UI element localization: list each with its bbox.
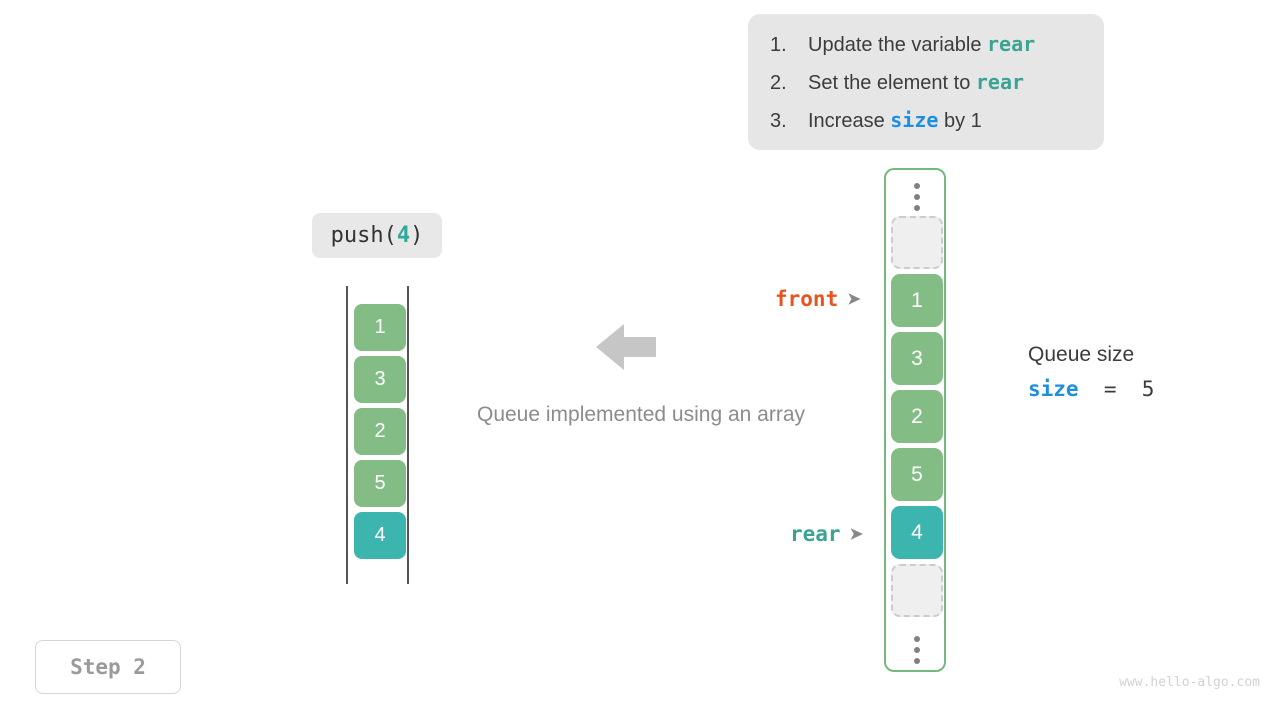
queue-size-info: Queue size size = 5 xyxy=(1028,343,1248,401)
operation-label-prefix: push( xyxy=(330,223,397,248)
left-arrow-icon xyxy=(596,322,656,372)
instruction-text: Update the variable xyxy=(808,34,988,56)
array-cell: 2 xyxy=(354,408,406,455)
instruction-text: Increase xyxy=(808,110,891,132)
instruction-panel: 1. Update the variable rear 2. Set the e… xyxy=(748,14,1104,150)
operation-label-suffix: ) xyxy=(410,223,424,248)
rear-pointer: rear ➤ xyxy=(790,522,863,546)
instruction-item: 2. Set the element to rear xyxy=(770,70,1082,95)
array-cell-list: 1 3 2 5 4 xyxy=(354,304,406,564)
queue-size-expression: size = 5 xyxy=(1028,377,1248,401)
front-pointer-label: front xyxy=(775,287,839,311)
array-cell-highlighted: 4 xyxy=(354,512,406,559)
queue-cell: 2 xyxy=(891,390,943,443)
instruction-code-rear: rear xyxy=(987,32,1036,56)
diagram-caption: Queue implemented using an array xyxy=(476,403,806,426)
instruction-number: 1. xyxy=(770,34,787,56)
ellipsis-bottom-icon xyxy=(886,636,948,669)
instruction-number: 3. xyxy=(770,110,787,132)
queue-cell: 1 xyxy=(891,274,943,327)
watermark: www.hello-algo.com xyxy=(1119,675,1260,690)
array-bracket-right xyxy=(407,286,409,584)
queue-cell: 3 xyxy=(891,332,943,385)
array-cell: 1 xyxy=(354,304,406,351)
size-equals: = xyxy=(1078,377,1142,401)
queue-cell-empty xyxy=(891,216,943,269)
rear-pointer-label: rear xyxy=(790,522,841,546)
instruction-code-size: size xyxy=(890,108,939,132)
operation-label: push(4) xyxy=(312,213,442,258)
instruction-item: 3. Increase size by 1 xyxy=(770,108,1082,133)
front-pointer: front ➤ xyxy=(775,287,861,311)
pointer-arrow-icon: ➤ xyxy=(847,291,861,308)
array-bracket-left xyxy=(346,286,348,584)
instruction-text-post: by 1 xyxy=(938,110,982,132)
instruction-code-rear: rear xyxy=(975,70,1025,94)
queue-cell-empty xyxy=(891,564,943,617)
queue-container: 1 3 2 5 4 xyxy=(884,168,946,672)
queue-cell: 5 xyxy=(891,448,943,501)
size-value: 5 xyxy=(1141,377,1155,401)
array-cell: 3 xyxy=(354,356,406,403)
queue-cell-highlighted: 4 xyxy=(891,506,943,559)
instruction-item: 1. Update the variable rear xyxy=(770,32,1082,57)
operation-label-value: 4 xyxy=(396,223,411,248)
array-view: 1 3 2 5 4 xyxy=(340,286,414,584)
step-badge: Step 2 xyxy=(35,640,181,694)
instruction-number: 2. xyxy=(770,72,787,94)
pointer-arrow-icon: ➤ xyxy=(849,526,863,543)
size-variable-name: size xyxy=(1028,377,1079,401)
instruction-text: Set the element to xyxy=(808,72,976,94)
array-cell: 5 xyxy=(354,460,406,507)
queue-size-title: Queue size xyxy=(1028,343,1135,366)
ellipsis-top-icon xyxy=(886,183,948,216)
queue-cell-list: 1 3 2 5 4 xyxy=(891,216,943,622)
